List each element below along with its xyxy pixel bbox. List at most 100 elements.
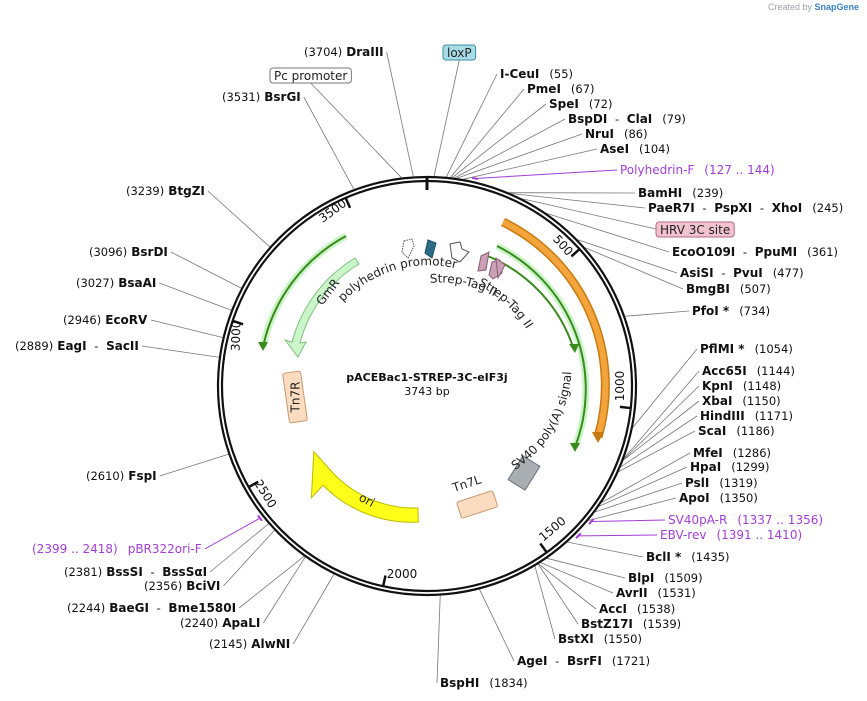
enzyme-kpni-part-0: KpnI bbox=[702, 379, 733, 393]
enzyme-acci-part-0: AccI bbox=[599, 602, 627, 616]
feature-loxp: loxP bbox=[442, 44, 477, 61]
enzyme-bsrdi-part-0: (3096) bbox=[89, 245, 127, 259]
primer-site-ebv-rev: EBV-rev(1391 .. 1410) bbox=[660, 528, 802, 542]
enzyme-hpai-part-0: HpaI bbox=[690, 460, 721, 474]
leader-bsrgi bbox=[303, 96, 355, 190]
strep-tag-2-label: Strep-Tag II bbox=[477, 275, 536, 331]
enzyme-site-bcli: BclI *(1435) bbox=[646, 550, 730, 564]
leader-nrui bbox=[457, 133, 583, 179]
leader-kpni bbox=[623, 385, 700, 460]
enzyme-site-bsrdi: (3096)BsrDI bbox=[89, 245, 168, 259]
enzyme-bstz17i-part-0: BstZ17I bbox=[581, 617, 633, 631]
primer-mark-sv40pa-r bbox=[588, 518, 595, 525]
primer-site-sv40pa-r: SV40pA-R(1337 .. 1356) bbox=[668, 513, 823, 527]
plasmid-length: 3743 bp bbox=[404, 385, 449, 398]
feature-box-pc-promoter bbox=[269, 67, 352, 84]
enzyme-site-btgzi: (3239)BtgZI bbox=[126, 184, 205, 198]
enzyme-site-nrui: NruI(86) bbox=[585, 127, 648, 141]
leader-bsrdi bbox=[170, 251, 242, 289]
enzyme-asisi-part-1: - bbox=[718, 266, 729, 280]
leader-xbai bbox=[623, 400, 700, 461]
feature-hrv-3c-site: HRV 3C site bbox=[655, 221, 735, 238]
leader-hpai bbox=[598, 466, 688, 507]
enzyme-hpai-part-1: (1299) bbox=[731, 460, 769, 474]
enzyme-bsaai-part-1: BsaAI bbox=[118, 276, 156, 290]
enzyme-asei-part-0: AseI bbox=[600, 142, 629, 156]
leader-scai bbox=[618, 430, 696, 472]
primer-mark-pbr322ori-f bbox=[257, 514, 263, 522]
leader-avrii bbox=[540, 562, 614, 594]
enzyme-site-ecoo109i: EcoO109I - PpuMI(361) bbox=[672, 245, 838, 259]
enzyme-btgzi-part-1: BtgZI bbox=[168, 184, 205, 198]
enzyme-paer7i-part-1: - bbox=[699, 201, 710, 215]
enzyme-pmei-part-0: PmeI bbox=[527, 82, 561, 96]
svg-text:Strep-Tag II: Strep-Tag II bbox=[477, 275, 536, 331]
tick-mark-3000 bbox=[232, 319, 244, 326]
enzyme-apoi-part-1: (1350) bbox=[720, 491, 758, 505]
leader-bcli bbox=[567, 541, 644, 558]
enzyme-site-pmei: PmeI (67) bbox=[527, 82, 595, 96]
primer-mark-ebv-rev bbox=[575, 532, 582, 539]
primer-range: (127 .. 144) bbox=[704, 163, 774, 177]
enzyme-ecoo109i-part-0: EcoO109I bbox=[672, 245, 735, 259]
feature-orf-orange bbox=[501, 217, 610, 443]
tick-mark-500 bbox=[570, 248, 581, 258]
enzyme-site-blpi: BlpI(1509) bbox=[628, 571, 703, 585]
enzyme-bspdi-part-1: - bbox=[611, 112, 622, 126]
leader-fspi bbox=[159, 453, 229, 477]
feature-sv40-polya: SV40 poly(A) signal bbox=[507, 371, 575, 491]
enzyme-apali-part-1: ApaLI bbox=[222, 616, 260, 630]
enzyme-site-pfoi: PfoI *(734) bbox=[692, 304, 770, 318]
leader-baegi bbox=[238, 555, 305, 609]
enzyme-site-scai: ScaI(1186) bbox=[698, 424, 775, 438]
enzyme-agei-part-3: (1721) bbox=[612, 654, 650, 668]
enzyme-site-xbai: XbaI(1150) bbox=[702, 394, 781, 408]
enzyme-eagi-part-2: - bbox=[91, 339, 102, 353]
leader-hindiii bbox=[620, 415, 698, 468]
enzyme-blpi-part-0: BlpI bbox=[628, 571, 654, 585]
enzyme-site-bcivi: (2356)BciVI bbox=[144, 579, 220, 593]
svg-text:SV40 poly(A) signal: SV40 poly(A) signal bbox=[509, 371, 575, 472]
enzyme-bcli-part-1: (1435) bbox=[691, 550, 729, 564]
leader-pc-promoter bbox=[310, 82, 402, 178]
enzyme-bspdi-part-3: (79) bbox=[662, 112, 686, 126]
watermark: Created by SnapGene bbox=[768, 2, 859, 12]
enzyme-site-iceui: I-CeuI(55) bbox=[500, 67, 573, 81]
tick-mark-1500 bbox=[539, 542, 548, 554]
enzyme-site-bstxi: BstXI(1550) bbox=[558, 632, 642, 646]
enzyme-mfei-part-1: (1286) bbox=[733, 446, 771, 460]
enzyme-xbai-part-1: (1150) bbox=[742, 394, 780, 408]
primer-label: EBV-rev bbox=[660, 528, 706, 542]
enzyme-asei-part-1: (104) bbox=[639, 142, 670, 156]
leader-lines bbox=[141, 51, 700, 684]
tn7l-label: Tn7L bbox=[450, 472, 483, 495]
enzyme-site-mfei: MfeI(1286) bbox=[693, 446, 771, 460]
tick-mark-3500 bbox=[344, 197, 352, 209]
enzyme-acci-part-1: (1538) bbox=[637, 602, 675, 616]
enzyme-baegi-part-1: BaeGI bbox=[109, 601, 149, 615]
primer-label: SV40pA-R bbox=[668, 513, 727, 527]
sv40-polya-label: SV40 poly(A) signal bbox=[509, 371, 575, 472]
enzyme-site-bmgbi: BmgBI (507) bbox=[686, 282, 771, 296]
enzyme-acc65i-part-1: (1144) bbox=[757, 364, 795, 378]
enzyme-asisi-part-3: (477) bbox=[773, 266, 804, 280]
leader-bmgbi bbox=[584, 247, 684, 290]
feature-box-loxp bbox=[442, 44, 477, 61]
enzyme-bamhi-part-0: BamHI bbox=[638, 186, 682, 200]
enzyme-ecorv-part-0: (2946) bbox=[63, 313, 101, 327]
leader-spei bbox=[452, 103, 547, 178]
primer-leader-polyhedrin-f bbox=[475, 169, 618, 179]
enzyme-bamhi-part-1: (239) bbox=[692, 186, 723, 200]
leader-pmei bbox=[450, 88, 525, 178]
enzyme-psli-part-0: PslI bbox=[685, 476, 709, 490]
leader-ecoo109i bbox=[546, 213, 670, 253]
enzyme-baegi-part-3: Bme1580I bbox=[168, 601, 236, 615]
primer-marks bbox=[204, 169, 666, 550]
enzyme-site-avrii: AvrII(1531) bbox=[616, 586, 696, 600]
enzyme-bmgbi-part-0: BmgBI bbox=[686, 282, 730, 296]
enzyme-site-bamhi: BamHI (239) bbox=[638, 186, 723, 200]
enzyme-pmei-part-1: (67) bbox=[571, 82, 595, 96]
leader-apoi bbox=[588, 497, 677, 521]
enzyme-bmgbi-part-1: (507) bbox=[740, 282, 771, 296]
